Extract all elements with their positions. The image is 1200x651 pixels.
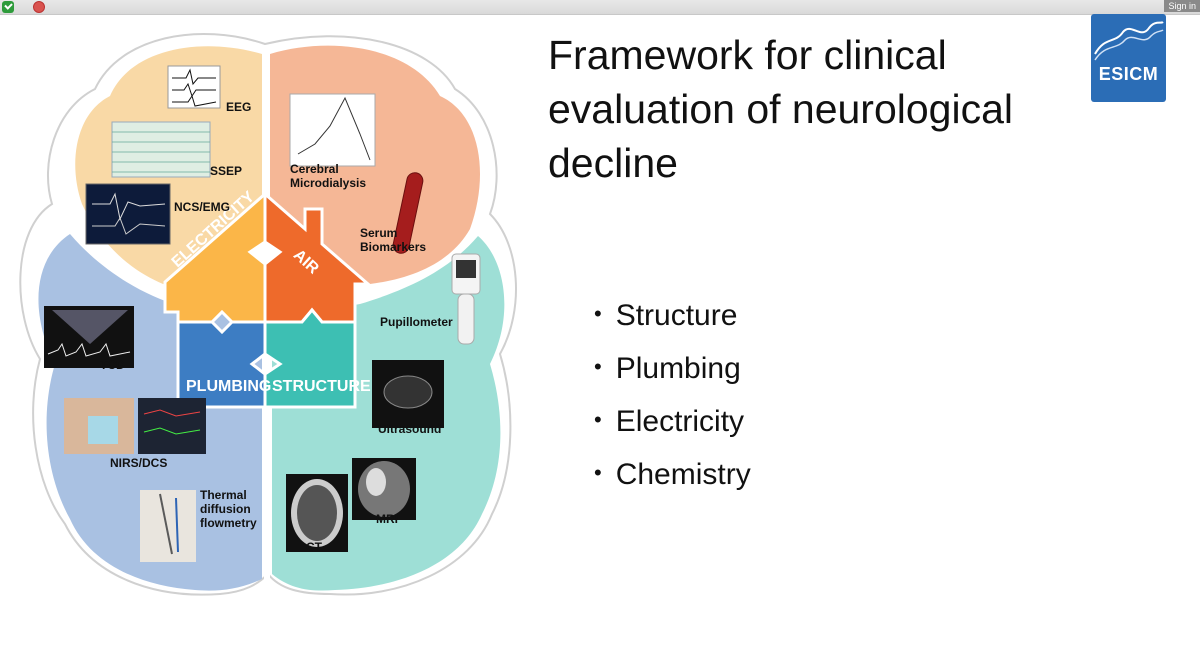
ssep-image [111,121,211,178]
ct-label: CT [306,540,322,554]
ct-image [286,474,348,552]
pupillometer-label: Pupillometer [380,315,453,329]
structure-piece-label: STRUCTURE [272,378,371,395]
thermal-label: Thermal diffusion flowmetry [200,488,257,530]
mri-image [352,458,416,520]
serum-biomarkers-label: Serum Biomarkers [360,226,427,254]
tcd-image [44,306,134,368]
eeg-label: EEG [226,100,252,114]
bullet-item: Chemistry [594,449,751,502]
ultrasound-image [372,360,444,428]
plumbing-piece-label: PLUMBING [186,378,272,395]
ultrasound-label: Ultrasound [378,422,442,436]
ncs-emg-image [85,183,171,245]
bullet-item: Electricity [594,396,751,449]
thermal-probe-image [140,490,196,562]
logo-text: ESICM [1098,64,1159,84]
logo-waves-icon [1094,21,1164,61]
mri-label: MRI [376,512,398,526]
structure-piece [263,307,357,409]
esicm-logo: ESICM [1091,14,1166,102]
microdialysis-image [289,93,376,167]
bullet-item: Plumbing [594,343,751,396]
sign-in-button[interactable]: Sign in [1164,0,1200,12]
record-icon[interactable] [33,1,45,13]
blood-tube-image [392,172,424,254]
brain-framework-figure: ELECTRICITY AIR PLUMBING STRUCTURE EEG S… [0,14,540,651]
bullet-list: Structure Plumbing Electricity Chemistry [594,290,751,502]
pupillometer-image [451,253,481,345]
tcd-label: TCD [100,358,125,372]
nirs-dcs-label: NIRS/DCS [110,456,168,470]
slide-title: Framework for clinical evaluation of neu… [548,32,1013,186]
shield-check-icon[interactable] [2,1,14,13]
microdialysis-label: Cerebral Microdialysis [290,162,367,190]
puzzle-house [163,190,373,409]
bullet-item: Structure [594,290,751,343]
nirs-dcs-image [64,398,206,454]
brain-diagram [19,33,517,596]
top-toolbar: Sign in [0,0,1200,15]
ncs-emg-label: NCS/EMG [174,200,231,214]
eeg-image [167,65,221,109]
ssep-label: SSEP [210,164,243,178]
